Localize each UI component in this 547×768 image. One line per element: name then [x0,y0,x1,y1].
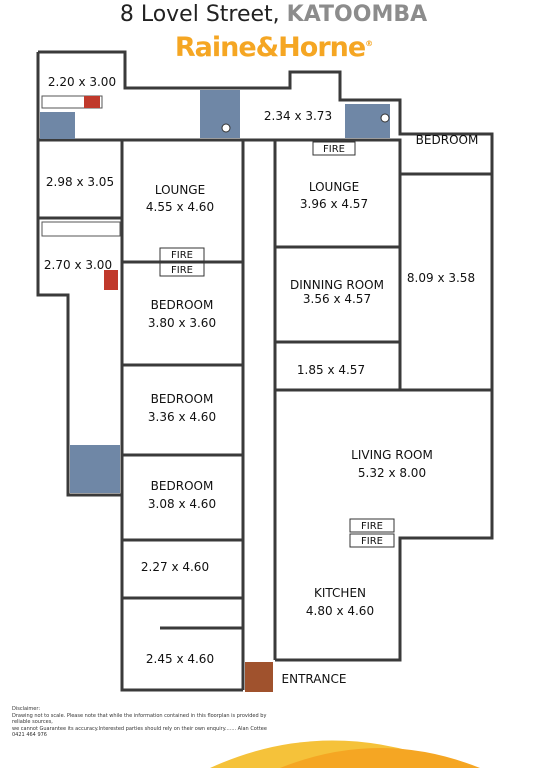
label-living-name: LIVING ROOM [351,448,433,462]
fire-box-4 [349,518,395,533]
wall-south-west [120,420,243,692]
fire-box-5 [349,533,395,548]
label-bed3-dim: 3.08 x 4.60 [148,497,216,511]
brand-text: Raine&Horne [174,32,366,63]
label-lounge2-dim: 3.96 x 4.57 [300,197,368,211]
label-living-dim: 5.32 x 8.00 [358,466,426,480]
label-r270: 2.70 x 3.00 [44,258,112,272]
fire-box-2 [159,262,205,277]
wall-north-inner [38,138,277,160]
label-fire5: FIRE [361,536,383,547]
address-text: 8 Lovel Street, [119,2,280,27]
label-bed3-name: BEDROOM [151,479,214,493]
town-text: KATOOMBA [286,2,428,27]
toilet-icon [221,123,231,133]
entrance-deck [245,662,273,692]
cooktop-icon [104,270,118,290]
brand-logo: Raine&Horne® [0,32,547,63]
fire-box-1 [159,247,205,262]
label-bed1-dim: 3.80 x 3.60 [148,316,216,330]
label-bed2-dim: 3.36 x 4.60 [148,410,216,424]
disclaimer: Disclaimer: Drawing not to scale. Please… [12,706,272,739]
label-dining-dim: 3.56 x 4.57 [303,292,371,306]
label-dining-name: DINNING ROOM [290,278,384,292]
label-r220: 2.20 x 3.00 [48,75,116,89]
label-lounge1-name: LOUNGE [155,183,205,197]
label-entrance: ENTRANCE [282,672,347,686]
laundry-tile [40,112,75,139]
label-fire2: FIRE [171,265,193,276]
wall-north [38,50,494,174]
label-r185: 1.85 x 4.57 [297,363,365,377]
stove-icon [84,96,100,108]
label-r245: 2.45 x 4.60 [146,652,214,666]
label-r809: 8.09 x 3.58 [407,271,475,285]
swoosh-shape-2 [280,748,480,768]
wall-living-kitchen [275,388,494,662]
label-lounge1-dim: 4.55 x 4.60 [146,200,214,214]
label-r227: 2.27 x 4.60 [141,560,209,574]
label-lounge2-name: LOUNGE [309,180,359,194]
label-fire1: FIRE [171,250,193,261]
label-fire4: FIRE [361,521,383,532]
room-labels: 2.20 x 3.00 2.98 x 3.05 2.70 x 3.00 LOUN… [44,75,478,686]
page-title: 8 Lovel Street, KATOOMBA [0,2,547,27]
label-bed2-name: BEDROOM [151,392,214,406]
disclaimer-line2: we cannot Guarantee its accuracy.Interes… [12,725,267,739]
label-kitchen-name: KITCHEN [314,586,366,600]
kitchen-bench [41,221,121,237]
wall-west [36,52,70,440]
disclaimer-heading: Disclaimer: [12,706,41,712]
disclaimer-line1: Drawing not to scale. Please note that w… [12,712,267,726]
brand-swoosh [210,740,480,768]
fire-box-3 [312,141,356,156]
bathroom-tile [200,90,240,138]
label-r298: 2.98 x 3.05 [46,175,114,189]
label-bed1-name: BEDROOM [151,298,214,312]
walls [36,50,494,692]
label-bedroom4-name: BEDROOM [416,133,479,147]
toilet2-icon [380,113,390,123]
brand-mark: ® [365,39,373,48]
wall-bath-west [66,440,122,497]
label-fire3: FIRE [323,144,345,155]
wall-east-upper [275,138,494,392]
label-r234: 2.34 x 3.73 [264,109,332,123]
label-kitchen-dim: 4.80 x 4.60 [306,604,374,618]
bathroom2-tile [70,445,120,493]
